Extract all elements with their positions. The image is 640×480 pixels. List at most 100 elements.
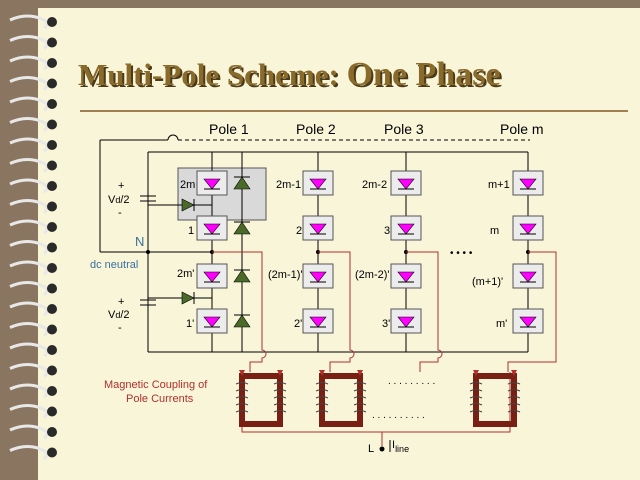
winding-turn	[235, 403, 249, 406]
label-2m-1: 2m-1	[276, 179, 301, 191]
winding-turn	[235, 396, 249, 399]
label-2-prime: 2'	[294, 318, 302, 330]
winding-turn	[273, 396, 287, 399]
binding-hole-icon	[47, 345, 57, 355]
winding-turn	[469, 403, 483, 406]
spiral-binding-icon	[9, 117, 49, 132]
spiral-binding-icon	[9, 363, 49, 378]
winding-turn	[273, 382, 287, 385]
spiral-binding-icon	[9, 260, 49, 276]
coupling-caption-line1: Magnetic Coupling of	[104, 379, 208, 391]
winding-turn	[507, 396, 521, 399]
winding-turn	[469, 389, 483, 392]
neutral-label: N	[135, 234, 144, 249]
winding-turn	[469, 410, 483, 413]
winding-turn	[235, 389, 249, 392]
switch-diode-icon	[309, 271, 327, 283]
spiral-binding-icon	[9, 158, 49, 173]
load-label: L	[368, 443, 374, 455]
spiral-binding-icon	[9, 199, 49, 214]
spiral-binding-icon	[9, 301, 49, 317]
binding-hole-icon	[47, 160, 57, 171]
winding-turn	[353, 389, 367, 392]
spiral-binding-icon	[9, 240, 49, 255]
spiral-binding-icon	[9, 55, 49, 71]
spiral-binding-icon	[9, 14, 57, 460]
spiral-binding-icon	[9, 219, 49, 235]
binding-hole-icon	[47, 365, 57, 376]
binding-hole-icon	[47, 99, 57, 109]
spiral-binding-icon	[9, 322, 49, 337]
label-m: m	[490, 225, 499, 237]
spiral-binding-icon	[9, 178, 49, 194]
winding-turn	[353, 396, 367, 399]
cap-top-plus: +	[118, 180, 124, 192]
coupled-inductor-icon	[473, 373, 517, 427]
binding-hole-icon	[47, 427, 57, 437]
winding-turn	[315, 396, 329, 399]
spiral-binding-icon	[9, 342, 49, 358]
binding-hole-icon	[47, 242, 57, 253]
winding-turn	[273, 389, 287, 392]
diode-icon	[233, 221, 251, 235]
winding-turn	[469, 382, 483, 385]
winding-turn	[469, 396, 483, 399]
switch-diode-icon	[519, 316, 537, 328]
label-2m-1-prime: (2m-1)'	[268, 269, 303, 281]
label-2: 2	[296, 225, 302, 237]
diode-icon	[233, 269, 251, 283]
switch-diode-icon	[397, 271, 415, 283]
binding-hole-icon	[47, 324, 57, 335]
switch-diode-icon	[397, 316, 415, 328]
winding-turn	[353, 403, 367, 406]
binding-hole-icon	[47, 78, 57, 89]
binding-hole-icon	[47, 119, 57, 130]
label-1-prime: 1'	[186, 318, 194, 330]
label-m-prime: m'	[496, 318, 507, 330]
spiral-binding-icon	[9, 424, 49, 440]
dc-rails	[99, 134, 530, 353]
binding-hole-icon	[47, 386, 57, 396]
switch-diode-icon	[397, 178, 415, 190]
binding-hole-icon	[47, 58, 57, 68]
winding-turn	[235, 382, 249, 385]
spiral-binding-icon	[9, 137, 49, 153]
pole-2-header: Pole 2	[296, 121, 336, 137]
ellipsis-bottom: . . . . . . . . . .	[372, 410, 425, 421]
polarity-dot-icon	[239, 370, 245, 376]
winding-turn	[315, 410, 329, 413]
neutral-caption: dc neutral	[90, 259, 138, 271]
binding-hole-icon	[47, 283, 57, 294]
coupled-inductor-icon	[235, 370, 521, 427]
diode-icon	[233, 314, 251, 328]
cap-top-minus: -	[118, 207, 122, 219]
winding-turn	[353, 410, 367, 413]
cap-bottom-value: Vd/2	[108, 309, 130, 321]
label-m-plus-1: m+1	[488, 179, 510, 191]
label-2m-2-prime: (2m-2)'	[355, 269, 390, 281]
slide-title: Multi-Pole Scheme: One Phase	[78, 56, 501, 94]
binding-hole-icon	[47, 181, 57, 191]
spiral-binding-icon	[9, 35, 49, 50]
switch-diode-icon	[203, 178, 221, 190]
pole-m-header: Pole m	[500, 121, 544, 137]
label-m-plus-1-prime: (m+1)'	[472, 276, 503, 288]
spiral-binding-icon	[9, 76, 49, 91]
winding-turn	[507, 403, 521, 406]
binding-hole-icon	[47, 263, 57, 273]
line-current-label: Iline	[392, 439, 409, 454]
diode-icon	[181, 198, 195, 212]
switch-diode-icon	[309, 178, 327, 190]
winding-turn	[507, 410, 521, 413]
diode-icon	[233, 176, 251, 190]
spiral-binding-icon	[9, 404, 49, 419]
winding-turn	[507, 389, 521, 392]
slide-background	[38, 8, 640, 480]
igbt-switch-icon	[196, 170, 228, 196]
label-2m: 2m	[180, 179, 195, 191]
polarity-dot-icon	[319, 370, 325, 376]
label-2m-prime: 2m'	[177, 268, 194, 280]
spiral-binding-icon	[9, 383, 49, 399]
binding-hole-icon	[47, 37, 57, 48]
label-3-prime: 3'	[382, 318, 390, 330]
